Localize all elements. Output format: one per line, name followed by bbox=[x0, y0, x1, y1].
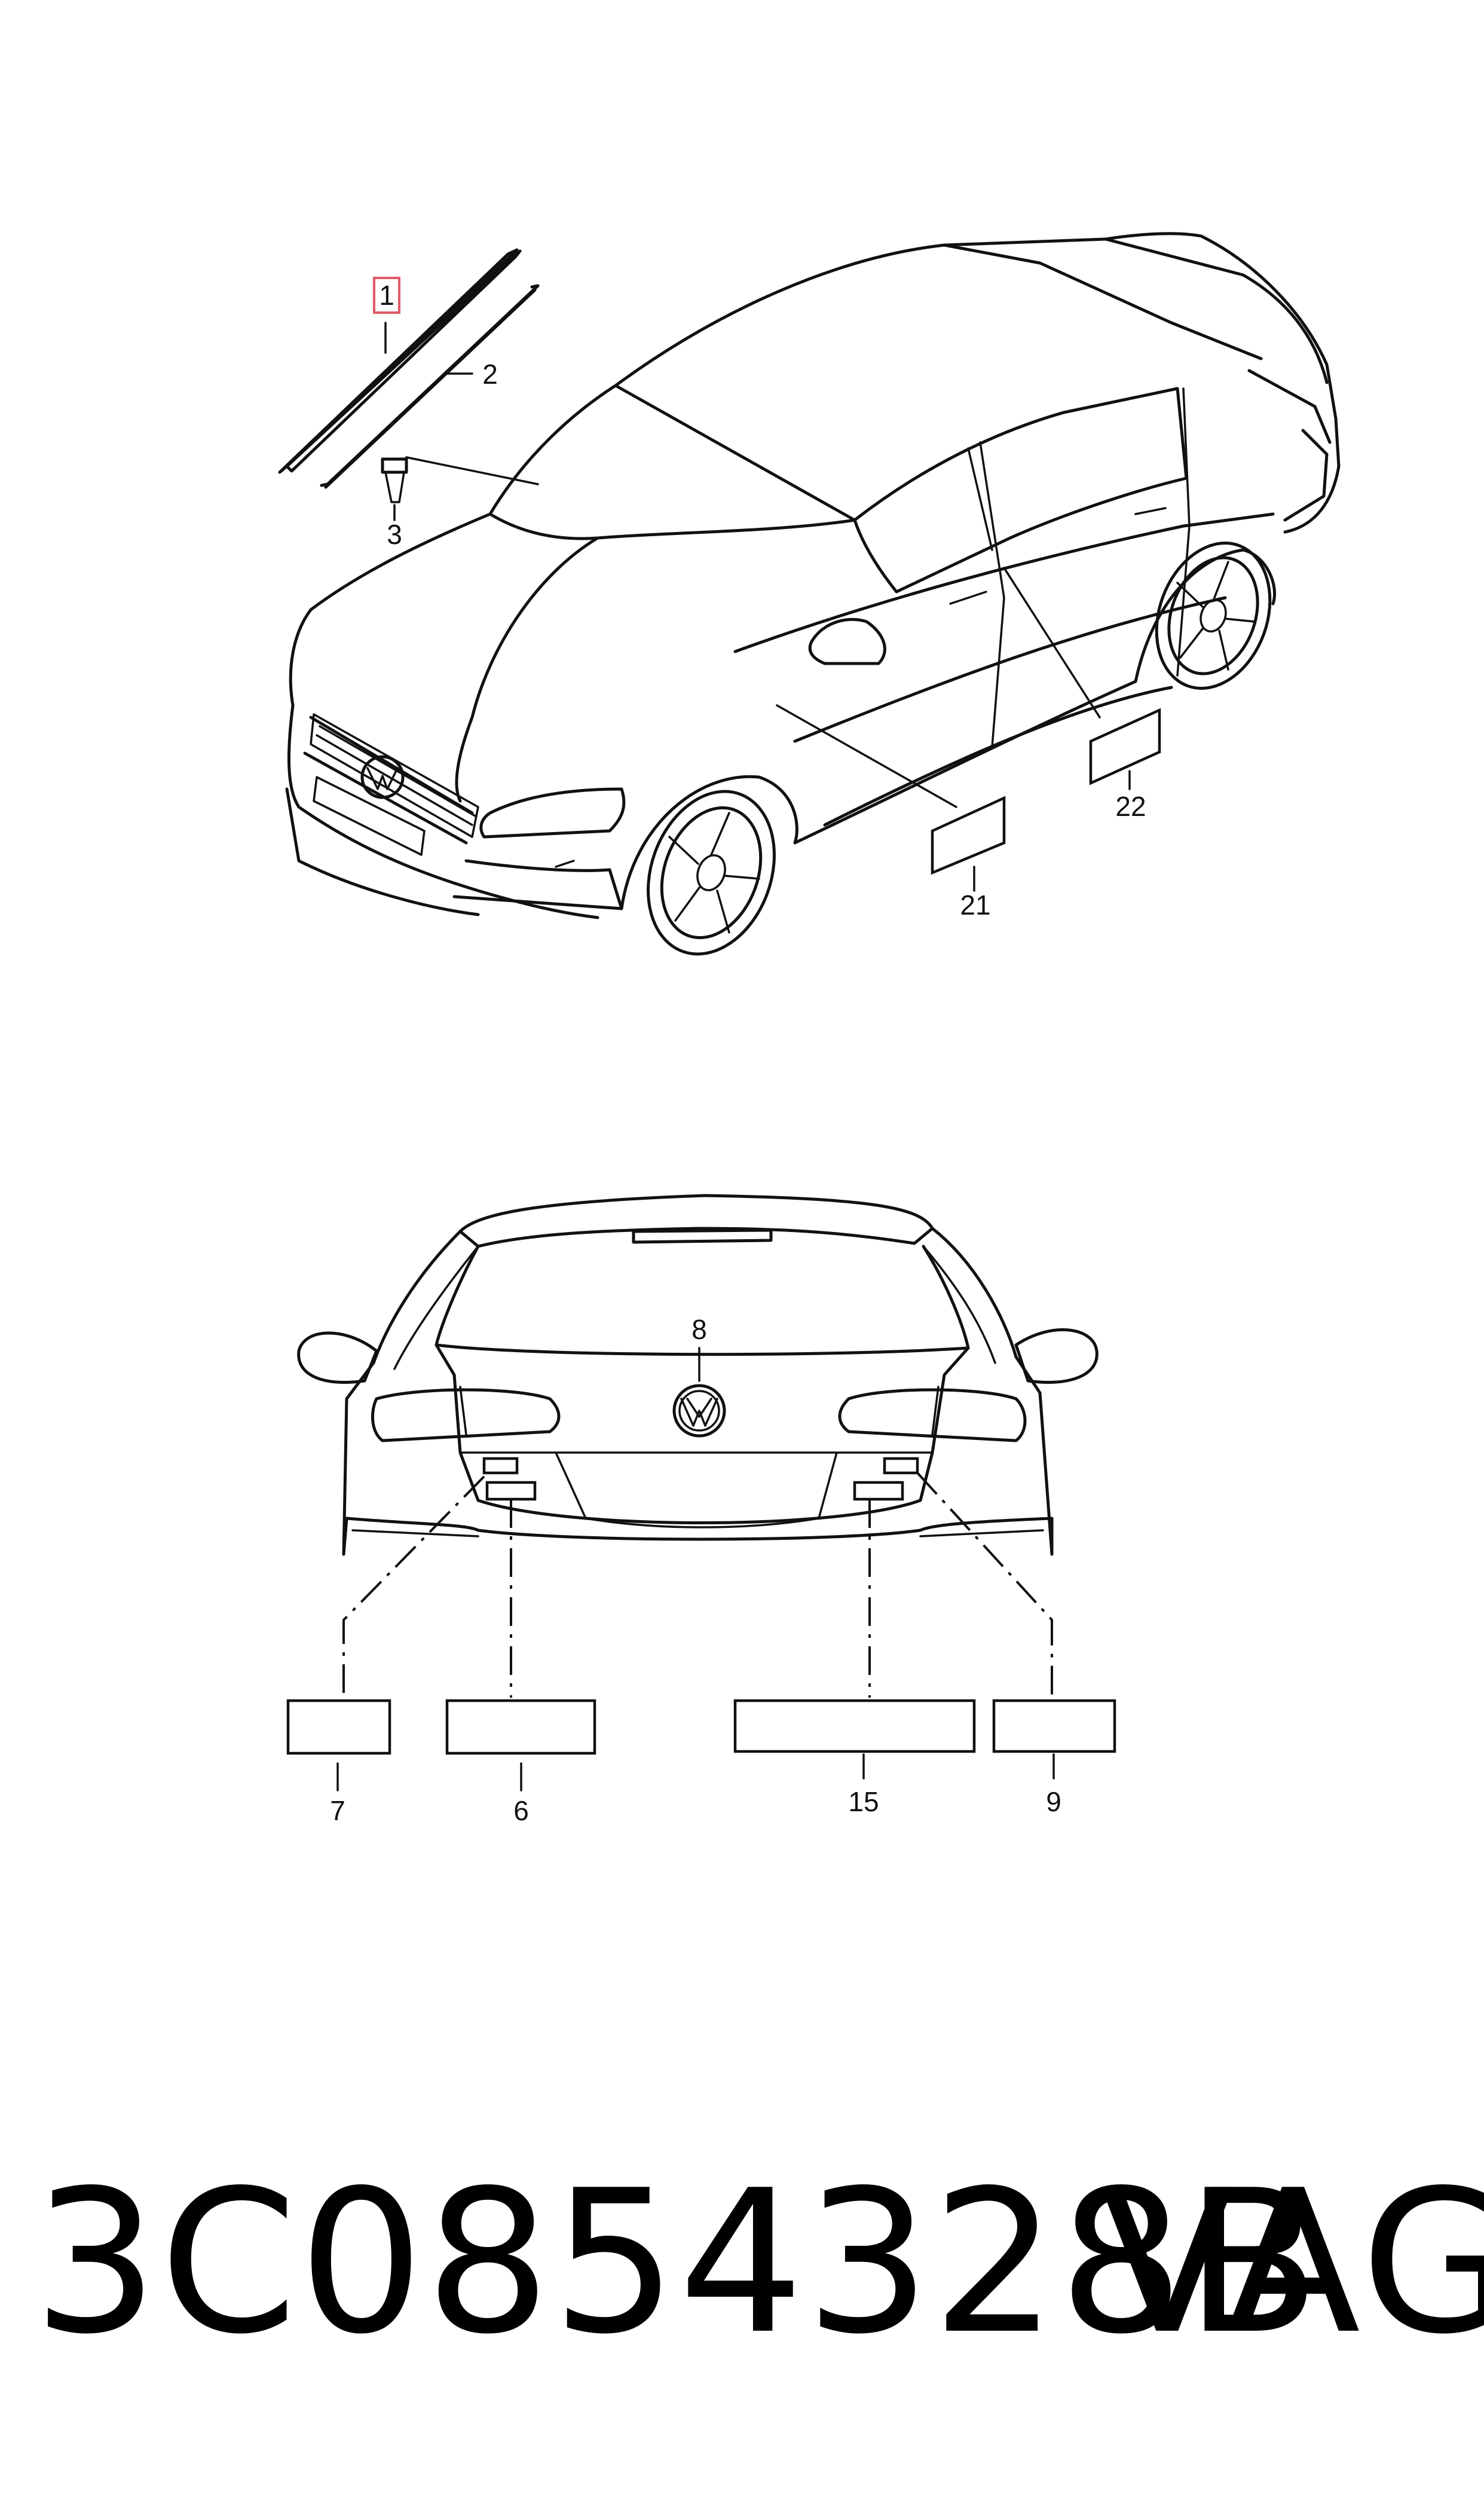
label-8: 8 bbox=[691, 1314, 707, 1345]
label-3: 3 bbox=[387, 519, 402, 550]
label-9: 9 bbox=[1046, 1786, 1061, 1817]
decal-22 bbox=[1089, 708, 1161, 785]
leader-lines-rear bbox=[336, 1347, 1055, 1792]
decal-9 bbox=[992, 1699, 1116, 1753]
roof-molding-parts bbox=[278, 248, 540, 503]
label-7: 7 bbox=[330, 1795, 345, 1826]
label-22: 22 bbox=[1115, 791, 1146, 822]
label-2: 2 bbox=[482, 359, 498, 390]
part-number: 3C0854328B bbox=[33, 2148, 1322, 2377]
leader-lines-top bbox=[384, 322, 1131, 892]
decal-21 bbox=[931, 796, 1006, 875]
decal-7 bbox=[286, 1699, 391, 1755]
label-6: 6 bbox=[513, 1795, 529, 1826]
decal-15 bbox=[733, 1699, 976, 1753]
label-21: 21 bbox=[960, 889, 990, 921]
sedan-side-view bbox=[285, 232, 1341, 956]
label-1: 1 bbox=[379, 280, 394, 311]
brand-name: VAG bbox=[1100, 2148, 1484, 2377]
label-15: 15 bbox=[848, 1786, 879, 1817]
decal-6 bbox=[445, 1699, 596, 1755]
highlight-box bbox=[373, 277, 400, 314]
rear-view bbox=[297, 1194, 1099, 1556]
